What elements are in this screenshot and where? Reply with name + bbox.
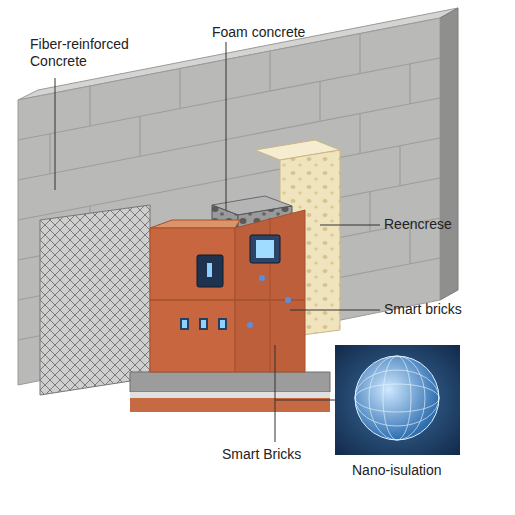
part-label: Smart Bricks [222, 446, 342, 463]
part-label: Foam concrete [212, 24, 332, 41]
part-label: Nano-isulation [352, 462, 472, 479]
part-label: Reencrese [384, 216, 494, 233]
part-label: Fiber-reinforced Concrete [30, 36, 148, 70]
part-label: Smart bricks [384, 301, 494, 318]
